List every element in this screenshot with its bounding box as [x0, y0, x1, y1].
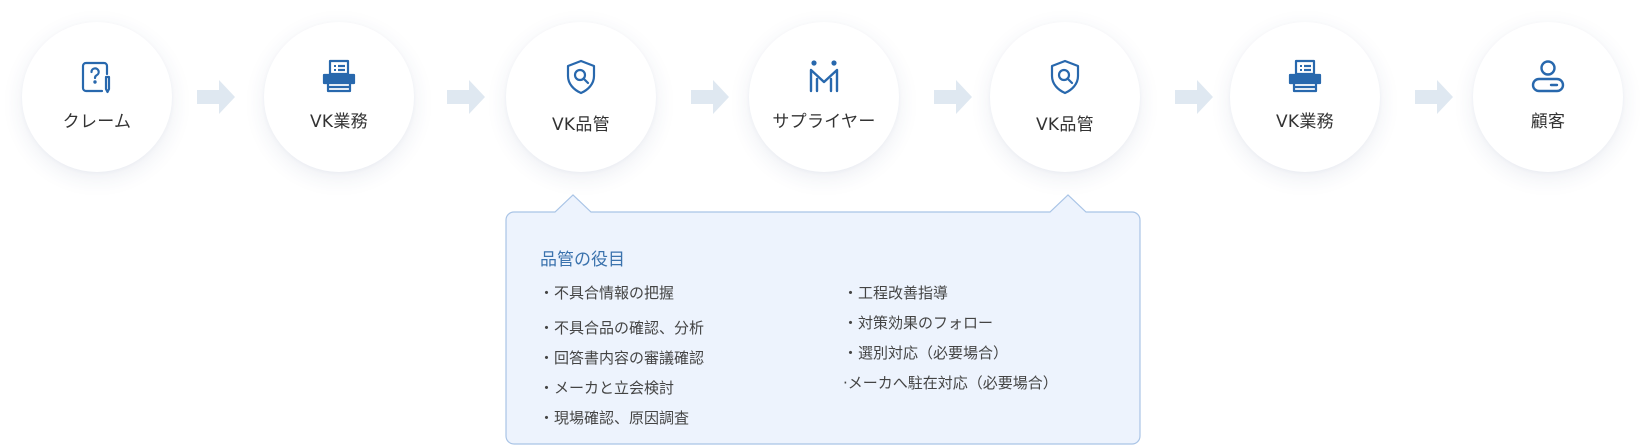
flow-step-label: VK品管	[552, 115, 610, 135]
chevron-right-arrow-icon	[1415, 80, 1453, 114]
panel-frame	[505, 194, 1141, 445]
flow-step-vk-quality: VK品管	[990, 22, 1140, 172]
list-item: ・不具合品の確認、分析	[539, 319, 705, 337]
shield-search-icon	[1045, 57, 1085, 97]
flow-step-vk-business: VK業務	[264, 22, 414, 172]
chevron-right-arrow-icon	[934, 80, 972, 114]
list-item: ·メーカへ駐在対応（必要場合）	[843, 374, 1058, 392]
quality-role-panel: 品管の役目 ・不具合情報の把握 ・不具合品の確認、分析 ・回答書内容の審議確認 …	[505, 194, 1141, 446]
flow-step-label: VK業務	[1276, 112, 1334, 132]
flow-step-label: VK業務	[310, 112, 368, 132]
flow-step-label: サプライヤー	[772, 112, 876, 132]
list-item: ・現場確認、原因調査	[539, 409, 690, 427]
question-document-icon	[77, 57, 117, 97]
user-icon	[1528, 57, 1568, 97]
process-flow: クレーム VK業務	[0, 0, 1645, 190]
flow-step-vk-business: VK業務	[1230, 22, 1380, 172]
chevron-right-arrow-icon	[197, 80, 235, 114]
printer-desk-icon	[319, 57, 359, 97]
flow-step-label: クレーム	[62, 112, 132, 132]
people-handshake-icon	[804, 57, 844, 97]
shield-search-icon	[561, 57, 601, 97]
list-item: ・対策効果のフォロー	[843, 314, 994, 332]
list-item: ・選別対応（必要場合）	[843, 344, 1009, 362]
list-item: ・メーカと立会検討	[539, 379, 675, 397]
printer-desk-icon	[1285, 57, 1325, 97]
list-item: ・不具合情報の把握	[539, 284, 675, 302]
flow-step-label: VK品管	[1036, 115, 1094, 135]
flow-step-claim: クレーム	[22, 22, 172, 172]
flow-step-label: 顧客	[1530, 112, 1566, 132]
flow-step-supplier: サプライヤー	[749, 22, 899, 172]
chevron-right-arrow-icon	[691, 80, 729, 114]
panel-title: 品管の役目	[540, 250, 625, 270]
chevron-right-arrow-icon	[1175, 80, 1213, 114]
chevron-right-arrow-icon	[447, 80, 485, 114]
flow-step-customer: 顧客	[1473, 22, 1623, 172]
list-item: ・工程改善指導	[843, 284, 949, 302]
flow-step-vk-quality: VK品管	[506, 22, 656, 172]
list-item: ・回答書内容の審議確認	[539, 349, 705, 367]
